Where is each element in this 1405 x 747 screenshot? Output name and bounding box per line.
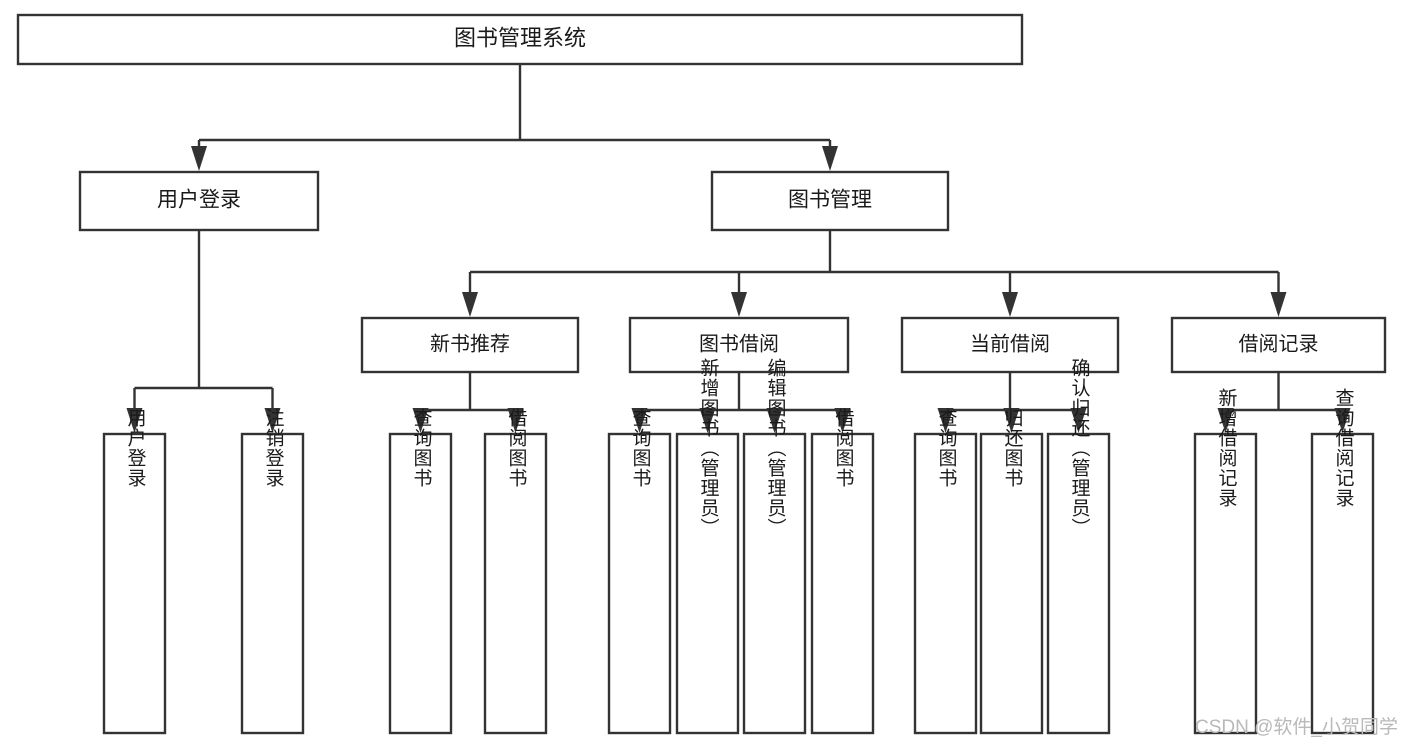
node-label-leaf-borrow-add: 新增图书（管理员） — [697, 358, 719, 538]
node-leaf-rec-query[interactable]: 查询图书 — [388, 408, 453, 735]
node-borrow-record[interactable]: 借阅记录 — [1170, 316, 1387, 374]
node-label-new-book-rec: 新书推荐 — [430, 332, 510, 355]
edge-group-current-borrow — [937, 372, 1087, 433]
node-box-leaf-user-login[interactable] — [102, 432, 167, 735]
node-label-leaf-cur-confirm: 确认归还（管理员） — [1068, 358, 1090, 538]
connectors-layer — [126, 64, 1351, 433]
edge-group-borrow-record — [1217, 372, 1351, 433]
node-leaf-borrow-lend[interactable]: 借阅图书 — [810, 408, 875, 735]
arrow-head-icon — [766, 408, 783, 433]
node-box-leaf-borrow-edit[interactable] — [742, 432, 807, 735]
node-box-borrow-record[interactable] — [1170, 316, 1387, 374]
arrow-head-icon — [937, 408, 954, 433]
arrow-head-icon — [1002, 292, 1018, 317]
node-user-login[interactable]: 用户登录 — [78, 170, 320, 232]
node-box-leaf-cur-query[interactable] — [913, 432, 978, 735]
node-label-leaf-cur-return: 归还图书 — [1001, 408, 1023, 488]
node-box-leaf-cur-confirm[interactable] — [1046, 432, 1111, 735]
node-box-leaf-rec-borrow[interactable] — [483, 432, 548, 735]
node-box-current-borrow[interactable] — [900, 316, 1120, 374]
node-label-leaf-cur-query: 查询图书 — [935, 408, 957, 488]
node-box-book-borrow[interactable] — [628, 316, 850, 374]
nodes-layer: 图书管理系统用户登录图书管理新书推荐图书借阅当前借阅借阅记录用户登录注销登录查询… — [16, 13, 1387, 735]
node-box-user-login[interactable] — [78, 170, 320, 232]
node-label-leaf-rec-query2: 查询借阅记录 — [1332, 388, 1354, 508]
node-leaf-cur-return[interactable]: 归还图书 — [979, 408, 1044, 735]
node-label-leaf-user-logout: 注销登录 — [262, 408, 284, 488]
node-label-leaf-rec-add: 新增借阅记录 — [1215, 388, 1237, 508]
node-box-root[interactable] — [16, 13, 1024, 66]
node-label-book-manage: 图书管理 — [788, 189, 872, 212]
edge-group-book-borrow — [631, 372, 851, 433]
node-box-leaf-rec-add[interactable] — [1193, 432, 1258, 735]
arrow-head-icon — [191, 146, 207, 171]
arrow-head-icon — [822, 146, 838, 171]
node-label-leaf-user-login: 用户登录 — [124, 408, 146, 488]
node-box-book-manage[interactable] — [710, 170, 950, 232]
node-label-user-login: 用户登录 — [157, 189, 241, 212]
node-root[interactable]: 图书管理系统 — [16, 13, 1024, 66]
node-label-book-borrow: 图书借阅 — [699, 332, 779, 355]
edge-group-new-book-rec — [412, 372, 524, 433]
node-leaf-rec-query2[interactable]: 查询借阅记录 — [1310, 388, 1375, 735]
node-leaf-cur-confirm[interactable]: 确认归还（管理员） — [1046, 358, 1111, 735]
node-label-leaf-borrow-query: 查询图书 — [629, 408, 651, 488]
node-label-borrow-record: 借阅记录 — [1239, 332, 1319, 355]
arrow-head-icon — [699, 408, 716, 433]
node-current-borrow[interactable]: 当前借阅 — [900, 316, 1120, 374]
node-leaf-rec-add[interactable]: 新增借阅记录 — [1193, 388, 1258, 735]
arrow-head-icon — [126, 408, 143, 433]
node-leaf-borrow-query[interactable]: 查询图书 — [607, 408, 672, 735]
arrow-head-icon — [1070, 408, 1087, 433]
node-label-leaf-rec-query: 查询图书 — [410, 408, 432, 488]
node-label-leaf-borrow-edit: 编辑图书（管理员） — [764, 358, 786, 538]
node-leaf-user-login[interactable]: 用户登录 — [102, 408, 167, 735]
arrow-head-icon — [412, 408, 429, 433]
arrow-head-icon — [834, 408, 851, 433]
arrow-head-icon — [1270, 292, 1287, 317]
node-label-root: 图书管理系统 — [454, 25, 586, 50]
node-box-leaf-rec-query2[interactable] — [1310, 432, 1375, 735]
edge-group-book-manage — [462, 230, 1287, 317]
node-leaf-borrow-add[interactable]: 新增图书（管理员） — [675, 358, 740, 735]
node-label-leaf-rec-borrow: 借阅图书 — [505, 408, 527, 488]
arrow-head-icon — [1003, 408, 1020, 433]
edge-group-user-login — [126, 230, 281, 433]
arrow-head-icon — [507, 408, 524, 433]
node-leaf-cur-query[interactable]: 查询图书 — [913, 408, 978, 735]
arrow-head-icon — [1217, 408, 1234, 433]
node-label-current-borrow: 当前借阅 — [970, 332, 1050, 355]
arrow-head-icon — [1334, 408, 1351, 433]
node-box-new-book-rec[interactable] — [360, 316, 580, 374]
node-box-leaf-rec-query[interactable] — [388, 432, 453, 735]
node-leaf-rec-borrow[interactable]: 借阅图书 — [483, 408, 548, 735]
node-book-borrow[interactable]: 图书借阅 — [628, 316, 850, 374]
node-new-book-rec[interactable]: 新书推荐 — [360, 316, 580, 374]
node-box-leaf-user-logout[interactable] — [240, 432, 305, 735]
node-box-leaf-cur-return[interactable] — [979, 432, 1044, 735]
node-box-leaf-borrow-add[interactable] — [675, 432, 740, 735]
arrow-head-icon — [264, 408, 281, 433]
node-box-leaf-borrow-lend[interactable] — [810, 432, 875, 735]
node-box-leaf-borrow-query[interactable] — [607, 432, 672, 735]
edge-group-root — [191, 64, 838, 171]
arrow-head-icon — [462, 292, 478, 317]
node-book-manage[interactable]: 图书管理 — [710, 170, 950, 232]
arrow-head-icon — [731, 292, 747, 317]
arrow-head-icon — [631, 408, 648, 433]
csdn-watermark: CSDN @软件_小贺同学 — [1195, 716, 1398, 738]
node-leaf-borrow-edit[interactable]: 编辑图书（管理员） — [742, 358, 807, 735]
node-leaf-user-logout[interactable]: 注销登录 — [240, 408, 305, 735]
node-label-leaf-borrow-lend: 借阅图书 — [832, 408, 854, 488]
